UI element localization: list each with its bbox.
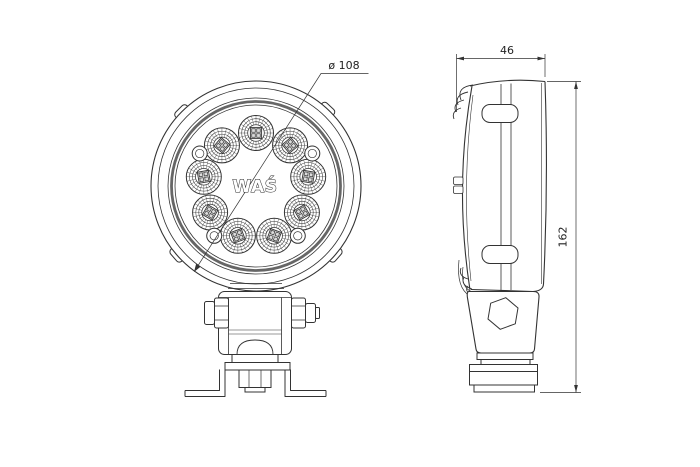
lens-inner-profile	[466, 94, 474, 282]
led-lens	[272, 127, 309, 164]
side-view	[452, 79, 547, 393]
led-lens	[256, 217, 293, 254]
bezel-ring	[170, 100, 342, 272]
housing-bottom-stub	[228, 283, 284, 289]
bolt-hex-flats	[291, 305, 306, 321]
base-bottom-rim	[473, 384, 535, 393]
lower-lens-peg	[481, 245, 519, 264]
led-lens	[219, 217, 256, 254]
bracket-nut	[238, 369, 272, 388]
bracket-nut-flats	[248, 370, 262, 388]
bolt-hex-flats	[214, 305, 229, 321]
left-pivot-bolt	[204, 297, 229, 329]
led-chip	[301, 169, 316, 184]
width-dimension-label: 46	[500, 44, 514, 57]
body-top-edge	[469, 79, 546, 87]
led-ring	[185, 115, 327, 254]
width-extension-lines	[456, 54, 546, 112]
side-bracket	[466, 290, 540, 393]
led-lens	[185, 158, 222, 195]
bracket-nut-lip	[244, 387, 266, 393]
pivot-barrel-lines	[228, 329, 282, 335]
pivot-dome	[236, 339, 274, 355]
bracket-neck	[231, 354, 279, 363]
leader-line	[195, 73, 369, 270]
left-foot-flange	[184, 369, 226, 397]
led-chip	[230, 228, 246, 244]
dimensions: 46 162 ø 108	[328, 44, 581, 393]
bracket-washer	[476, 352, 534, 360]
upper-lens-peg	[481, 104, 519, 123]
bezel-screw	[191, 145, 208, 162]
led-lens	[238, 115, 274, 151]
side-clip-lower	[453, 185, 464, 194]
bolt-cap	[204, 301, 215, 325]
bracket-neck	[480, 359, 531, 365]
height-extension-lines	[540, 81, 581, 393]
bezel-outer-circle	[167, 97, 345, 275]
housing-circles	[150, 80, 362, 292]
base-cylinder	[469, 371, 538, 386]
front-view: WAŚ	[150, 73, 369, 397]
led-lens	[290, 158, 327, 195]
led-chip	[281, 136, 299, 154]
led-chip	[213, 136, 231, 154]
lens-fins	[452, 84, 477, 296]
led-chip	[293, 204, 311, 221]
bolt-hex	[291, 297, 306, 329]
leader-arrowhead	[194, 263, 201, 272]
bezel-screw	[304, 145, 321, 162]
bracket-hex-bolt	[487, 297, 519, 330]
bezel-screw	[289, 227, 306, 244]
width-dimension: 46	[456, 44, 546, 112]
base-top-disc	[469, 364, 538, 372]
body-back-edge	[542, 81, 547, 285]
led-chip	[196, 169, 211, 184]
bracket-washer	[224, 362, 291, 371]
front-bracket	[184, 283, 327, 397]
bezel-screws	[191, 145, 321, 244]
led-lens	[192, 194, 229, 231]
led-chip	[249, 126, 263, 140]
bolt-hex	[214, 297, 229, 329]
side-clip-upper	[453, 176, 464, 185]
height-dimension: 162	[540, 81, 581, 393]
right-foot-flange	[284, 369, 327, 397]
height-arrow-bottom	[574, 385, 578, 393]
body-bottom-edge	[470, 283, 545, 293]
lens-edge-circle	[174, 104, 338, 268]
height-arrow-top	[574, 81, 578, 89]
bolt-tip	[315, 307, 320, 319]
bezel-screw	[206, 227, 223, 244]
diameter-leader	[194, 73, 369, 272]
led-lens	[283, 194, 320, 231]
right-pivot-bolt	[291, 297, 320, 329]
housing-inner-circle	[157, 87, 355, 285]
brand-logo: WAŚ	[233, 175, 278, 197]
width-arrow-left	[456, 56, 464, 61]
diameter-dimension-label: ø 108	[328, 59, 359, 72]
led-lens	[203, 127, 240, 164]
led-chip	[266, 228, 282, 244]
led-chip	[201, 204, 219, 221]
height-dimension-label: 162	[557, 227, 570, 248]
bolt-nub	[305, 303, 316, 323]
width-arrow-right	[537, 56, 545, 61]
side-lamp-body	[452, 79, 547, 297]
